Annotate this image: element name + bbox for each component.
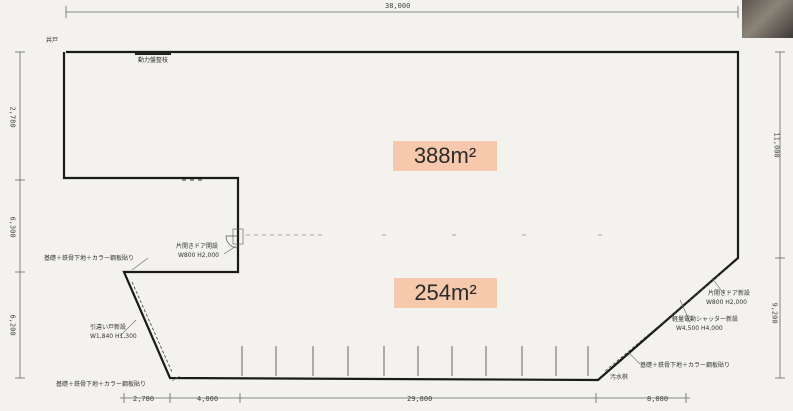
area-label-upper: 388m² [393, 141, 497, 171]
dim-bottom-4: 8,080 [647, 395, 669, 403]
dim-left-3: 6,200 [8, 314, 17, 336]
note-sliding-door: 引違い戸新設 [90, 324, 127, 331]
note-shutter-size: W4,500 H4,000 [676, 325, 723, 332]
new-wall-left-slant [131, 281, 173, 373]
dim-total-width: 38,000 [385, 2, 411, 10]
note-bottom-wall-finish: 基礎＋鉄骨下地＋カラー鋼板貼り [56, 381, 147, 388]
note-door-opening-2-size: W800 H2,000 [706, 299, 747, 306]
door-swing [225, 235, 239, 249]
right-dimension-line [775, 51, 785, 379]
dim-left-1: 2,780 [8, 106, 17, 128]
note-drain: 汚水桝 [610, 374, 629, 381]
building-outline [62, 50, 740, 382]
parking-stall-lines [241, 346, 589, 376]
note-sliding-door-size: W1,840 H1,300 [90, 333, 137, 340]
new-wall-right-slant [603, 265, 731, 373]
corner-photo [742, 0, 793, 38]
dim-left-2: 6,300 [8, 216, 17, 238]
note-right-wall-finish: 基礎＋鉄骨下地＋カラー鋼板貼り [640, 362, 731, 369]
left-dimension-line [15, 51, 25, 379]
dim-bottom-1: 2,780 [133, 395, 155, 403]
dim-right-1: 11,000 [772, 132, 781, 158]
note-power-panel: 動力盤整枝 [138, 57, 169, 64]
dim-bottom-3: 29,800 [407, 395, 433, 403]
dim-right-2: 9,200 [770, 302, 779, 324]
dim-bottom-2: 4,000 [197, 395, 219, 403]
note-door-opening-1: 片開きドア開設 [176, 243, 219, 250]
area-label-lower: 254m² [394, 278, 497, 308]
top-dimension-line [65, 6, 739, 18]
bottom-dimension-line [120, 393, 690, 403]
note-well: 井戸 [46, 37, 59, 44]
door-frame [232, 228, 244, 245]
note-door-opening-1-size: W800 H2,000 [178, 252, 219, 259]
note-left-wall-finish: 基礎＋鉄骨下地＋カラー鋼板貼り [44, 255, 135, 262]
power-panel-mark [135, 52, 171, 55]
leader-lines [119, 245, 725, 382]
note-shutter: 軽量電動シャッター新設 [672, 316, 739, 323]
note-door-opening-2: 片開きドア新設 [708, 290, 751, 297]
